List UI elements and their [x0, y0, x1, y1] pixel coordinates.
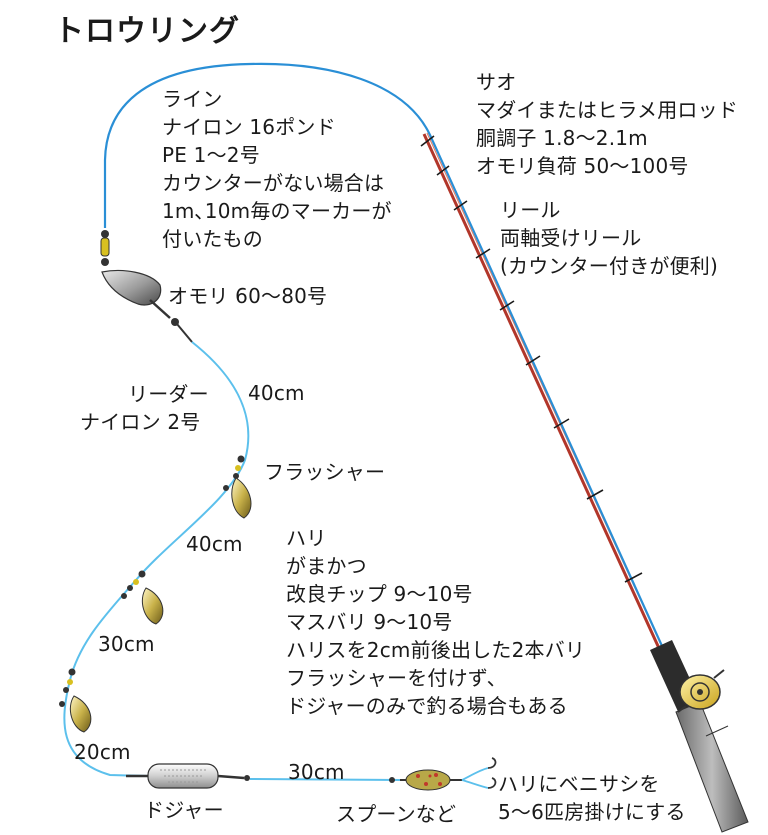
- hook-label-7: ドジャーのみで釣る場合もある: [286, 694, 568, 718]
- line-label-4: カウンターがない場合は: [162, 171, 385, 195]
- bait-label-1: ハリにベニサシを: [498, 772, 660, 796]
- sinker-icon: [101, 269, 162, 306]
- bait-label: ハリにベニサシを 5～6匹房掛けにする: [498, 770, 686, 826]
- flasher-gap-1-label: 40cm: [186, 532, 243, 556]
- snap-swivel-icon: [149, 299, 193, 343]
- rod-label-1: サオ: [476, 70, 517, 94]
- spoon-label: スプーンなど: [336, 802, 457, 826]
- main-line: [103, 62, 684, 691]
- hook-label-5: ハリスを2cm前後出した2本バリ: [286, 638, 586, 662]
- hook-label-1: ハリ: [286, 526, 327, 550]
- leader-label-2: ナイロン 2号: [80, 410, 201, 434]
- leader-label-1: リーダー: [128, 382, 209, 406]
- dodger-gap-label: 30cm: [288, 760, 345, 784]
- sinker-label: オモリ 60～80号: [168, 284, 328, 308]
- line-label-1: ライン: [162, 87, 223, 111]
- spoon-leader: [249, 778, 401, 781]
- flasher-icon: [223, 455, 252, 519]
- line-label: ライン ナイロン 16ポンド PE 1～2号 カウンターがない場合は 1m､10…: [162, 85, 392, 253]
- line-label-3: PE 1～2号: [162, 143, 260, 167]
- reel-label-1: リール: [500, 198, 561, 222]
- rod-guides: [420, 135, 643, 583]
- reel-label-3: (カウンター付きが便利): [500, 254, 719, 278]
- rod-label-4: オモリ負荷 50～100号: [476, 154, 689, 178]
- swivel-icon: [100, 230, 110, 266]
- dodger-label: ドジャー: [144, 798, 224, 822]
- dodger-icon: [126, 763, 250, 789]
- flasher-icon: [59, 668, 92, 733]
- hook-icon: [461, 757, 497, 789]
- rod-label-2: マダイまたはヒラメ用ロッド: [476, 98, 738, 122]
- leader-length-label: 40cm: [248, 381, 305, 405]
- reel-label-2: 両軸受けリール: [500, 226, 642, 250]
- flasher-label: フラッシャー: [264, 460, 386, 484]
- flasher-icon: [121, 570, 164, 625]
- line-label-6: 付いたもの: [162, 227, 263, 251]
- hook-label-3: 改良チップ 9～10号: [286, 582, 473, 606]
- reel-label: リール 両軸受けリール (カウンター付きが便利): [500, 196, 718, 280]
- rod-label: サオ マダイまたはヒラメ用ロッド 胴調子 1.8～2.1m オモリ負荷 50～1…: [476, 68, 738, 180]
- line-label-5: 1m､10m毎のマーカーが: [162, 199, 392, 223]
- rod-label-3: 胴調子 1.8～2.1m: [476, 126, 648, 150]
- hook-label: ハリ がまかつ 改良チップ 9～10号 マスバリ 9～10号 ハリスを2cm前後…: [286, 524, 585, 720]
- reel-icon: [677, 669, 725, 713]
- line-label-2: ナイロン 16ポンド: [162, 115, 336, 139]
- spoon-icon: [389, 769, 462, 791]
- bait-label-2: 5～6匹房掛けにする: [498, 800, 686, 824]
- flasher-gap-3-label: 20cm: [74, 740, 131, 764]
- leader-label: リーダー ナイロン 2号: [80, 380, 209, 436]
- flasher-gap-2-label: 30cm: [98, 632, 155, 656]
- hook-label-2: がまかつ: [286, 554, 367, 578]
- page-title: トロウリング: [54, 14, 240, 49]
- hook-label-4: マスバリ 9～10号: [286, 610, 453, 634]
- hook-label-6: フラッシャーを付けず、: [286, 666, 507, 690]
- rod-blank: [422, 133, 670, 669]
